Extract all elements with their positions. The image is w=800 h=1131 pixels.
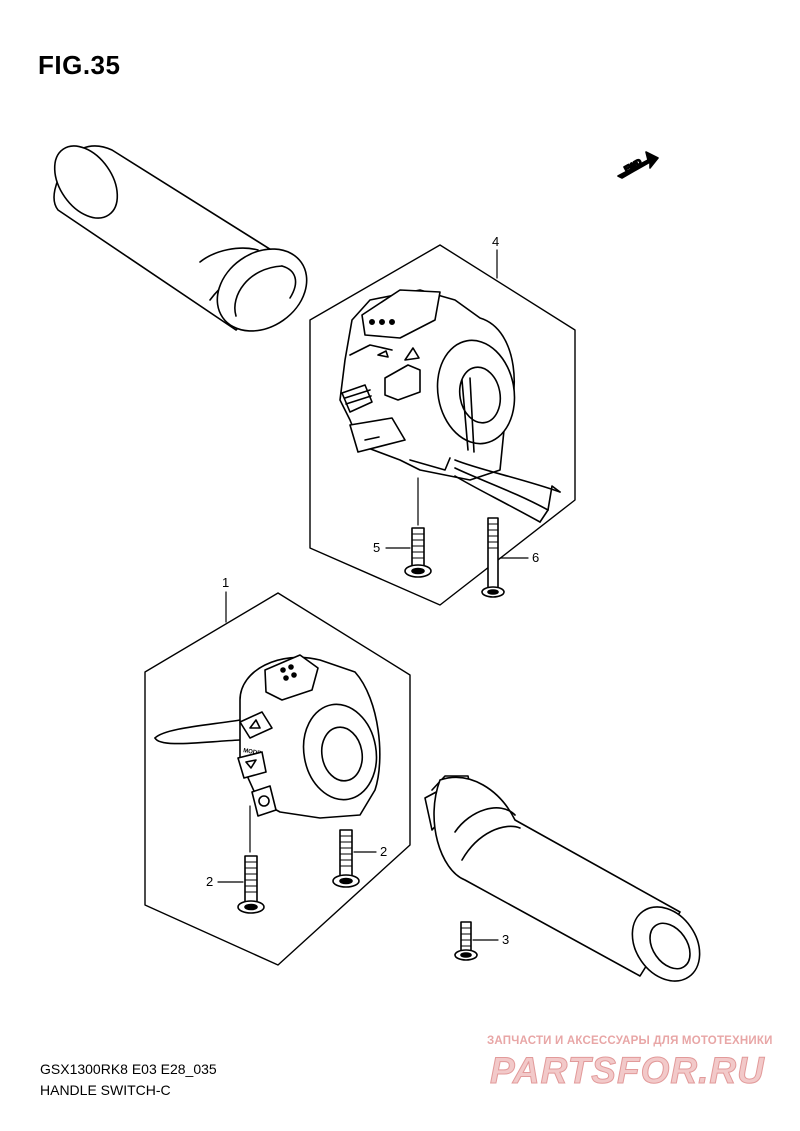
callout-6: 6 [532, 550, 539, 565]
callout-1: 1 [222, 575, 229, 590]
callout-3: 3 [502, 932, 509, 947]
watermark-tagline: ЗАПЧАСТИ И АКСЕССУАРЫ ДЛЯ МОТОТЕХНИКИ [487, 1035, 773, 1047]
watermark-logo: PARTSFOR.RU [490, 1050, 765, 1092]
callout-2-left: 2 [206, 874, 213, 889]
figure-title: FIG.35 [38, 50, 121, 80]
fwd-direction-badge: FWD [617, 151, 659, 179]
callout-4: 4 [492, 234, 499, 249]
right-handle-switch-assembly [339, 289, 561, 523]
screw-5 [404, 527, 432, 578]
callout-5: 5 [373, 540, 380, 555]
right-handlebar-grip [424, 775, 701, 982]
screw-6 [481, 517, 505, 598]
section-name: HANDLE SWITCH-C [40, 1082, 171, 1098]
left-handlebar-grip [53, 145, 308, 332]
callout-2-right: 2 [380, 844, 387, 859]
model-code: GSX1300RK8 E03 E28_035 [40, 1061, 217, 1077]
assembly-frame-1 [144, 592, 411, 966]
mode-marking: MODE [243, 748, 262, 757]
screw-3 [454, 921, 478, 961]
assembly-frame-4 [309, 244, 576, 606]
screw-2-left [237, 855, 265, 914]
left-handle-switch-assembly: MODE [154, 654, 381, 819]
screw-2-right [332, 829, 360, 888]
